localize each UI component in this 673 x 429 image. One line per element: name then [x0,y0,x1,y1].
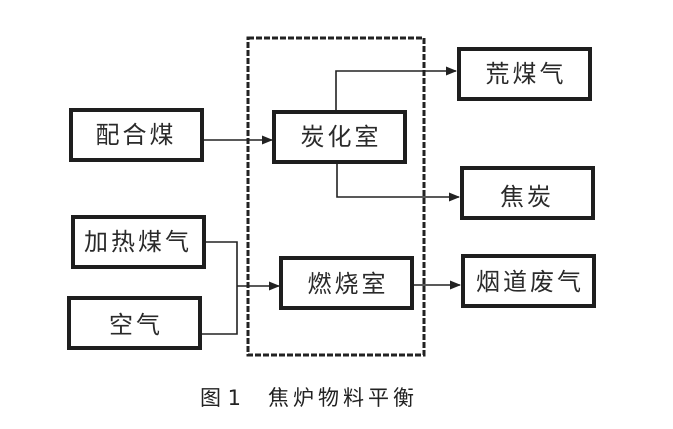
node-blend-coal: 配合煤 [69,108,204,162]
coke-oven-boundary [246,36,426,357]
node-coke: 焦炭 [460,166,595,220]
figure-title: 焦炉物料平衡 [268,386,418,410]
edge-carbonization-to-raw-gas [335,66,458,111]
node-label: 空气 [109,311,163,339]
edge-carbonization-to-coke [336,162,461,202]
node-label: 荒煤气 [486,60,567,88]
node-label: 配合煤 [96,121,177,149]
node-raw-gas: 荒煤气 [457,47,592,101]
node-label: 炭化室 [301,123,382,151]
node-carbonization-chamber: 炭化室 [272,110,407,164]
node-flue-gas: 烟道废气 [461,254,596,308]
node-label: 焦炭 [500,183,554,211]
node-label: 燃烧室 [308,270,389,298]
node-air: 空气 [67,296,202,350]
node-label: 加热煤气 [84,228,192,256]
node-label: 烟道废气 [476,268,584,296]
node-combustion-chamber: 燃烧室 [279,256,414,310]
edge-heating-gas-air-merge [200,241,238,335]
node-heating-gas: 加热煤气 [71,215,206,269]
figure-number: 图 1 [200,386,241,410]
